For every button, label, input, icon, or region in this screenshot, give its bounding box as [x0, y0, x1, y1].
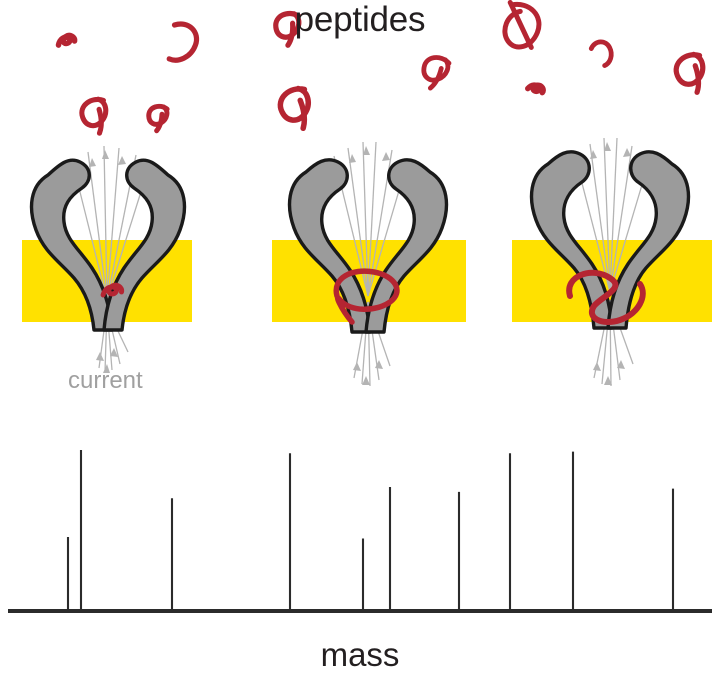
peptide-free-5 [590, 38, 616, 66]
peptide-free-9 [81, 99, 108, 135]
pore-wall-right-1 [102, 158, 187, 332]
pore-2 [272, 141, 466, 387]
mass-axis-label: mass [320, 636, 400, 673]
current-arrows-1 [71, 145, 151, 373]
peptide-free-8 [528, 84, 544, 93]
trapped-peptide-2 [333, 268, 400, 325]
peptide-free-10 [145, 104, 168, 132]
mass-spectrum [8, 450, 712, 613]
pore-3 [512, 137, 712, 387]
peptide-free-7 [417, 53, 451, 92]
pore-1 [22, 145, 192, 373]
peptide-free-6 [674, 53, 706, 94]
pore-wall-left-1 [29, 158, 114, 332]
current-label: current [68, 367, 143, 394]
peptide-free-11 [278, 87, 313, 131]
pore-wall-right-3 [606, 150, 691, 330]
trapped-peptide-3 [566, 269, 646, 326]
spectrum-peaks [66, 450, 675, 611]
page-title: peptides [294, 0, 426, 39]
